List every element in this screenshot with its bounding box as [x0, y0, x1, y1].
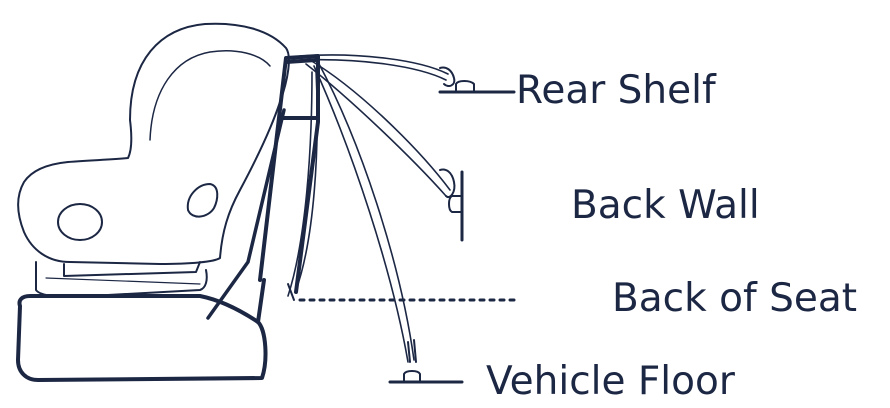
back-of-seat-label: Back of Seat	[612, 276, 858, 321]
tether-straps	[287, 54, 451, 363]
child-seat-shell	[17, 22, 290, 298]
vehicle-floor-anchor	[388, 370, 464, 384]
vehicle-floor-label: Vehicle Floor	[486, 359, 735, 404]
tether-hooks	[287, 66, 456, 363]
vehicle-seat	[16, 54, 320, 382]
back-wall-anchor	[448, 170, 464, 242]
back-wall-label: Back Wall	[571, 183, 760, 228]
rear-shelf-anchor	[438, 80, 516, 94]
rear-shelf-label: Rear Shelf	[516, 68, 716, 113]
